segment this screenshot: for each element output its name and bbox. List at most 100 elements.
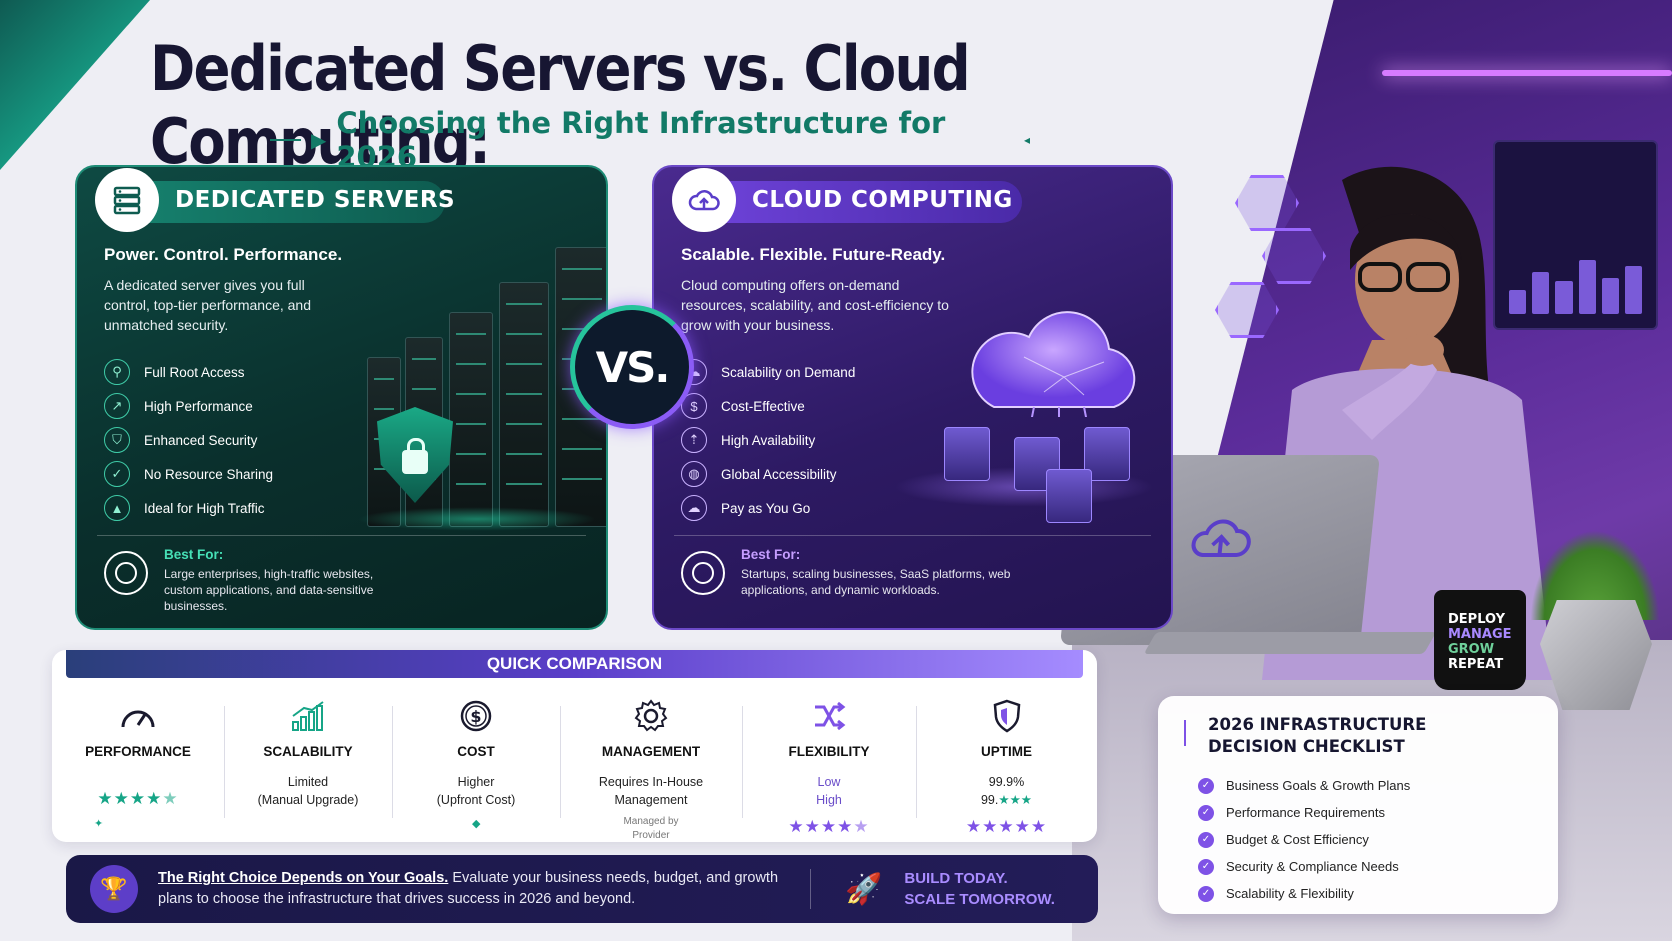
comparison-label: PERFORMANCE	[85, 744, 191, 759]
gauge-icon	[52, 698, 224, 734]
cloud-upload-icon	[672, 168, 736, 232]
comparison-value: Higher (Upfront Cost)	[392, 773, 560, 809]
divider	[810, 869, 811, 909]
check-icon: ✓	[1198, 777, 1214, 794]
checklist-items: ✓ Business Goals & Growth Plans ✓ Performa…	[1198, 772, 1558, 907]
value-line: (Manual Upgrade)	[257, 793, 359, 807]
cloud-card-title: CLOUD COMPUTING	[752, 187, 1013, 213]
value-text: 99.	[980, 793, 999, 807]
quick-comparison-panel: QUICK COMPARISON PERFORMANCE ★★★★★ ✦ SCA…	[52, 650, 1097, 842]
root-access-icon: ⚲	[104, 359, 130, 385]
banner-cta: BUILD TODAY.SCALE TOMORROW.	[904, 868, 1055, 910]
cloud-description: Cloud computing offers on-demand resourc…	[681, 277, 949, 333]
value-line: 99.★★★	[916, 791, 1097, 809]
feature-item: ◍ Global Accessibility	[681, 457, 855, 491]
inline-stars: ★★★	[998, 793, 1032, 807]
target-icon	[104, 551, 148, 595]
dollar-coin-icon: $	[392, 698, 560, 734]
value-line: Low	[817, 775, 841, 789]
check-icon: ✓	[1198, 831, 1214, 848]
comparison-label: COST	[457, 744, 495, 759]
coffee-mug: DEPLOY MANAGE GROW REPEAT	[1434, 590, 1526, 690]
sparkle-icon: ✦	[94, 818, 104, 830]
comparison-label: MANAGEMENT	[601, 744, 701, 759]
half-star: ★	[853, 817, 870, 836]
glow-decoration	[357, 507, 597, 531]
comparison-label: FLEXIBILITY	[788, 744, 870, 759]
svg-text:$: $	[470, 707, 481, 726]
shield-icon	[916, 698, 1097, 734]
best-for-text: Startups, scaling businesses, SaaS platf…	[741, 567, 1011, 597]
cloud-network-illustration	[944, 277, 1154, 523]
feature-item: ✓No Resource Sharing	[104, 457, 273, 491]
feature-item: ⇡High Availability	[681, 423, 855, 457]
value-line: Higher	[457, 775, 495, 789]
checklist-item: ✓ Business Goals & Growth Plans	[1198, 772, 1558, 799]
value-line: (Upfront Cost)	[436, 793, 516, 807]
shield-icon: ⛉	[104, 427, 130, 453]
bottom-banner: 🏆 The Right Choice Depends on Your Goals…	[66, 855, 1098, 923]
header-bar	[712, 181, 1022, 223]
cloud-dollar-icon: $	[681, 393, 707, 419]
checklist-title: 2026 INFRASTRUCTURE DECISION CHECKLIST	[1208, 715, 1427, 756]
page-subtitle: Choosing the Right Infrastructure for 20…	[336, 106, 946, 174]
traffic-chart-icon: ▲	[104, 495, 130, 521]
cloud-tagline: Scalable. Flexible. Future-Ready.	[681, 245, 946, 264]
lock-icon	[402, 438, 428, 474]
value-line: Requires In-House	[598, 775, 704, 789]
checklist-label: Scalability & Flexibility	[1226, 886, 1354, 901]
mug-line-manage: MANAGE	[1448, 627, 1512, 642]
banner-message: The Right Choice Depends on Your Goals. …	[158, 868, 788, 910]
quick-comparison-title: QUICK COMPARISON	[66, 650, 1083, 678]
dedicated-best-for: Best For: Large enterprises, high-traffi…	[104, 547, 404, 614]
cloud-feature-list: ☁Scalability on Demand $Cost-Effective ⇡…	[681, 355, 855, 525]
note-line: Provider	[632, 830, 670, 841]
star-rating: ★★★★★	[52, 789, 224, 809]
cloud-computing-card: CLOUD COMPUTING Scalable. Flexible. Futu…	[652, 165, 1173, 630]
note-line: Managed by	[623, 816, 679, 827]
value-line: Limited	[287, 775, 329, 789]
comparison-columns: PERFORMANCE ★★★★★ ✦ SCALABILITY Limited(…	[52, 694, 1097, 842]
comparison-value: Limited (Manual Upgrade)	[224, 773, 392, 809]
feature-label: Global Accessibility	[721, 466, 837, 482]
feature-label: No Resource Sharing	[144, 466, 274, 482]
feature-label: Ideal for High Traffic	[144, 500, 265, 516]
comparison-uptime: UPTIME 99.9%99.★★★ ★★★★★	[916, 694, 1097, 842]
server-icon	[95, 168, 159, 232]
comparison-scalability: SCALABILITY Limited(Manual Upgrade)	[224, 694, 392, 842]
globe-icon: ◍	[681, 461, 707, 487]
stars: ★★★★	[788, 817, 854, 836]
laptop-base	[1143, 632, 1437, 654]
best-for-label: Best For:	[741, 547, 801, 562]
feature-item: ↗High Performance	[104, 389, 273, 423]
check-icon: ✓	[1198, 804, 1214, 821]
banner-headline[interactable]: The Right Choice Depends on Your Goals.	[158, 870, 449, 886]
cloud-pay-icon: ☁	[681, 495, 707, 521]
cloud-card-header: CLOUD COMPUTING	[672, 167, 1052, 233]
comparison-performance: PERFORMANCE ★★★★★ ✦	[52, 694, 224, 842]
accent-bar	[1184, 720, 1186, 746]
laptop	[1060, 455, 1380, 645]
mug-line-repeat: REPEAT	[1448, 657, 1504, 672]
decision-checklist: 2026 INFRASTRUCTURE DECISION CHECKLIST ✓…	[1158, 696, 1558, 914]
value-line: Management	[614, 793, 688, 807]
star-rating: ★★★★★	[742, 817, 916, 837]
checklist-label: Performance Requirements	[1226, 805, 1385, 820]
feature-label: Cost-Effective	[721, 398, 805, 414]
dedicated-card-title: DEDICATED SERVERS	[175, 187, 456, 213]
best-for-text: Large enterprises, high-traffic websites…	[164, 567, 374, 613]
page-subtitle-row: ▶ Choosing the Right Infrastructure for …	[270, 106, 1030, 174]
checklist-label: Business Goals & Growth Plans	[1226, 778, 1411, 793]
divider	[97, 535, 586, 536]
dash-decoration	[270, 139, 301, 141]
feature-label: Enhanced Security	[144, 432, 258, 448]
shuffle-arrows-icon	[742, 698, 916, 734]
checklist-item: ✓Security & Compliance Needs	[1198, 853, 1558, 880]
comparison-value: 99.9%99.★★★	[916, 773, 1097, 809]
check-icon: ✓	[1198, 858, 1214, 875]
growth-chart-icon	[224, 698, 392, 734]
feature-item: $ Cost-Effective	[681, 389, 855, 423]
